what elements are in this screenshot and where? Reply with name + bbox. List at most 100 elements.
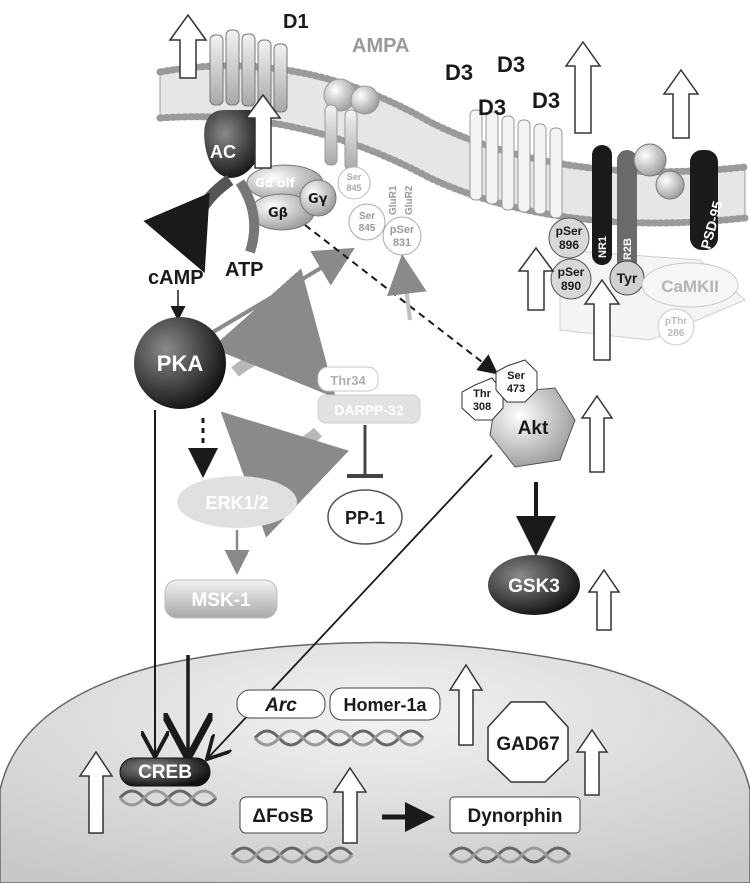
d3-label-d: D3 — [532, 88, 560, 113]
pser890-line2: 890 — [561, 279, 581, 293]
ser845-site-upper: Ser 845 — [337, 166, 371, 200]
arc-gene: Arc — [236, 689, 326, 719]
pthr286-line1: pThr — [665, 316, 687, 327]
darpp32-inhibits-pp1 — [347, 425, 383, 478]
ampa-receptor: AMPA GluR1 GluR2 — [323, 35, 415, 215]
homer-gene: Homer-1a — [329, 687, 441, 721]
up-arrow-pser896 — [517, 246, 555, 311]
thr308-site: Thr 308 — [461, 377, 504, 421]
nr2b-label: NR2B — [622, 238, 634, 268]
camkii: CaMKII — [641, 262, 739, 308]
msk1-node: MSK-1 — [164, 579, 278, 619]
ser845-upper-line1: Ser — [347, 172, 362, 182]
gsk3-label: GSK3 — [508, 576, 560, 597]
adenylyl-cyclase: AC — [204, 110, 264, 178]
tyr-site: Tyr — [609, 260, 645, 296]
ser473-site: Ser 473 — [495, 359, 538, 403]
erk-label: ERK1/2 — [205, 493, 268, 513]
ac-label: AC — [210, 142, 236, 162]
darpp32-cycle — [211, 268, 349, 538]
d3-label-c: D3 — [478, 95, 506, 120]
nucleus — [0, 641, 750, 883]
darpp32-label: DARPP-32 — [334, 402, 403, 418]
pthr286-site: pThr 286 — [657, 308, 695, 346]
d1-receptor: D1 — [209, 11, 309, 113]
darpp32-node: DARPP-32 — [317, 394, 421, 424]
up-arrow-homer — [448, 663, 484, 746]
nucleus-envelope — [0, 641, 750, 883]
pser890-site: pSer 890 — [550, 258, 592, 300]
ser845-upper-line2: 845 — [346, 183, 361, 193]
dynorphin-label: Dynorphin — [468, 806, 563, 827]
up-arrow-d1 — [168, 13, 208, 79]
pser831-site: pSer 831 — [382, 216, 422, 256]
ser845-lower-line2: 845 — [359, 223, 376, 234]
pser896-line2: 896 — [559, 238, 579, 252]
thr34-label: Thr34 — [330, 373, 366, 388]
tyr-label: Tyr — [617, 270, 638, 286]
lattice-to-ser831-arrow — [386, 254, 427, 321]
up-arrow-akt — [580, 394, 614, 473]
up-arrow-ac — [244, 93, 282, 169]
camkii-label: CaMKII — [661, 277, 719, 296]
erk-node: ERK1/2 — [177, 476, 297, 528]
d3-label-a: D3 — [445, 60, 473, 85]
camp-label: cAMP — [148, 267, 204, 289]
up-arrow-fosb — [332, 766, 368, 844]
g-alpha-label: Gα olf — [255, 176, 296, 190]
thr308-line1: Thr — [473, 388, 491, 400]
d1-label: D1 — [283, 11, 309, 33]
pp1-node: PP-1 — [327, 489, 403, 545]
g-beta-label: Gβ — [268, 206, 288, 221]
nr1-label: NR1 — [597, 236, 609, 258]
up-arrow-gad67 — [575, 728, 609, 796]
atp-label: ATP — [225, 259, 264, 281]
up-arrow-creb — [78, 750, 114, 834]
glur1-label: GluR1 — [388, 185, 399, 215]
pser831-line2: 831 — [393, 237, 411, 249]
d3-label-b: D3 — [497, 52, 525, 77]
glur2-label: GluR2 — [404, 185, 415, 215]
atp-camp-conversion: cAMP ATP — [143, 175, 264, 289]
akt-label: Akt — [518, 418, 549, 439]
creb-label: CREB — [138, 762, 192, 783]
fosb-label: ΔFosB — [252, 806, 313, 827]
pser890-line1: pSer — [558, 265, 585, 279]
pka-label: PKA — [157, 351, 204, 376]
thr34-site: Thr34 — [317, 366, 379, 392]
fosb-gene: ΔFosB — [239, 796, 328, 834]
pp1-label: PP-1 — [345, 508, 385, 528]
up-arrow-tyr — [583, 278, 621, 361]
creb-node: CREB — [119, 757, 211, 787]
dna-helix-creb — [118, 789, 218, 807]
pser896-site: pSer 896 — [548, 217, 590, 259]
pthr286-line2: 286 — [668, 328, 685, 339]
thr308-line2: 308 — [473, 401, 491, 413]
ser845-lower-line1: Ser — [359, 211, 375, 222]
ampa-label: AMPA — [352, 35, 409, 57]
homer-label: Homer-1a — [343, 695, 427, 715]
d3-receptors: D3 D3 D3 D3 — [445, 52, 563, 219]
up-arrow-psd95 — [662, 68, 700, 139]
g-gamma-label: Gγ — [308, 192, 328, 207]
pser831-line1: pSer — [390, 224, 415, 236]
up-arrow-d3 — [564, 40, 602, 134]
dna-helices — [118, 729, 572, 864]
dna-helix-dynorphin — [448, 846, 572, 864]
nmda-receptor: NR1 NR2B PSD-95 — [592, 143, 726, 275]
pser896-line1: pSer — [556, 224, 583, 238]
dna-helix-fosb — [230, 846, 354, 864]
gprotein-to-akt-arrow — [304, 224, 499, 375]
dna-helix-arc-homer — [253, 729, 425, 747]
msk1-label: MSK-1 — [191, 590, 251, 611]
pka-node: PKA — [134, 317, 226, 409]
arc-label: Arc — [264, 695, 297, 716]
g-protein: Gα olf Gβ Gγ — [246, 164, 337, 231]
ser845-site-lower: Ser 845 — [348, 203, 386, 241]
ser473-line1: Ser — [507, 370, 525, 382]
ser473-line2: 473 — [507, 383, 525, 395]
up-arrow-gsk3 — [587, 568, 621, 631]
dynorphin-gene: Dynorphin — [449, 796, 581, 834]
gsk3-node: GSK3 — [488, 555, 580, 615]
